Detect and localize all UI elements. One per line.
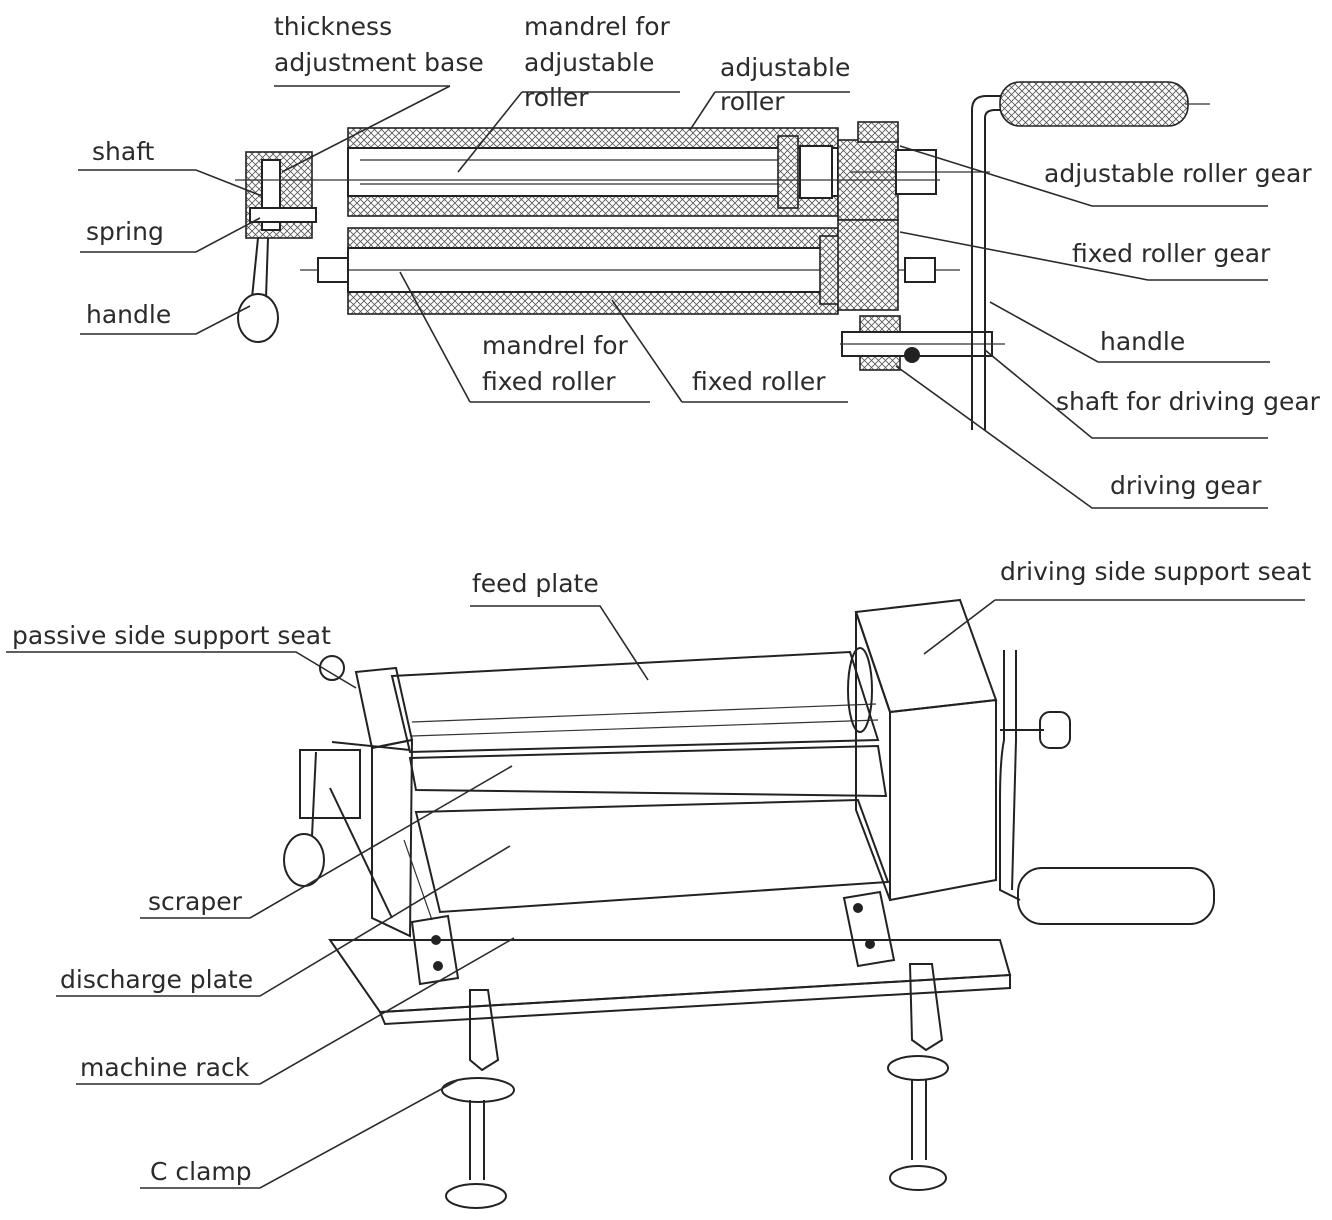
label-driving-gear: driving gear xyxy=(1110,471,1262,500)
c-clamp-right-drawing xyxy=(887,963,949,1191)
label-fixed-roller-gear: fixed roller gear xyxy=(1072,239,1271,268)
label-thickness-adjustment-base: thickness adjustment base xyxy=(274,12,484,77)
label-c-clamp: C clamp xyxy=(150,1157,252,1186)
label-handle-left: handle xyxy=(86,300,171,329)
label-mandrel-for-adjustable-roller: mandrel for adjustable roller xyxy=(524,12,678,112)
label-adjustable-roller: adjustable roller xyxy=(720,53,858,116)
adjustment-base-drawing xyxy=(235,151,940,343)
label-shaft-for-driving-gear: shaft for driving gear xyxy=(1056,387,1321,416)
machine-rack-drawing xyxy=(328,939,1012,1026)
c-clamp-left-drawing xyxy=(441,989,515,1209)
fixed-roller-drawing xyxy=(300,227,960,315)
label-machine-rack: machine rack xyxy=(80,1053,250,1082)
perspective-crank-drawing xyxy=(999,650,1215,925)
label-shaft: shaft xyxy=(92,137,155,166)
label-feed-plate: feed plate xyxy=(472,569,599,598)
driving-side-seat-drawing xyxy=(854,598,998,902)
top-sectional-view xyxy=(235,81,1210,430)
gear-housing-drawing xyxy=(837,121,1005,371)
label-scraper: scraper xyxy=(148,887,243,916)
labels: thickness adjustment base mandrel for ad… xyxy=(12,12,1321,1186)
leader-lines xyxy=(6,85,1305,1189)
label-driving-side-support-seat: driving side support seat xyxy=(1000,557,1311,586)
passive-side-seat-drawing xyxy=(283,655,414,938)
crank-handle-drawing xyxy=(971,81,1210,430)
label-fixed-roller: fixed roller xyxy=(692,367,826,396)
label-passive-side-support-seat: passive side support seat xyxy=(12,621,331,650)
feed-plate-drawing xyxy=(390,647,880,754)
label-adjustable-roller-gear: adjustable roller gear xyxy=(1044,159,1312,188)
label-spring: spring xyxy=(86,217,164,246)
adjustable-roller-drawing xyxy=(347,127,839,217)
discharge-plate-drawing xyxy=(403,744,896,986)
label-mandrel-for-fixed-roller: mandrel for fixed roller xyxy=(482,331,636,396)
label-handle-right: handle xyxy=(1100,327,1185,356)
perspective-view xyxy=(283,598,1215,1209)
label-discharge-plate: discharge plate xyxy=(60,965,253,994)
